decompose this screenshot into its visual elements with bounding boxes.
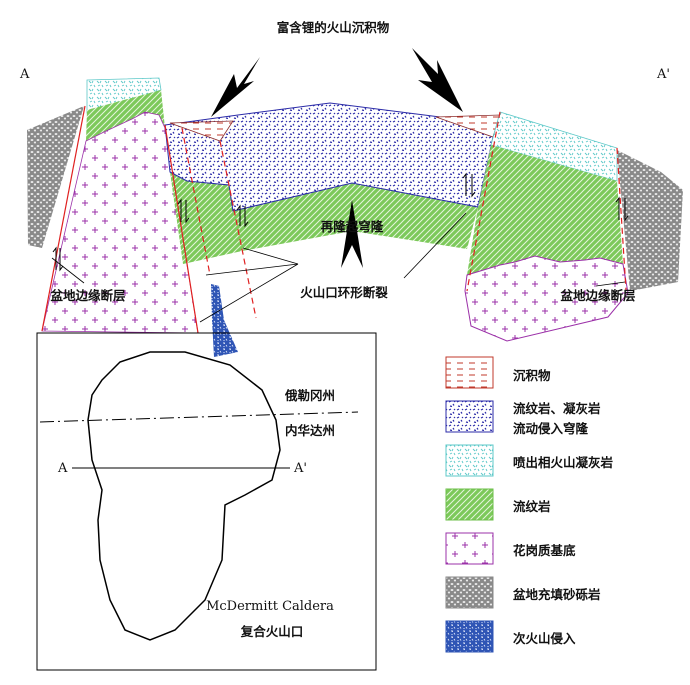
legend-label: 流动侵入穹隆 — [513, 421, 589, 436]
cross-section: 富含锂的火山沉积物 A A' 再隆起穹隆 盆地边缘断层 火山口环形断裂 盆地边缘… — [19, 20, 683, 357]
basin-fill-left — [27, 106, 84, 248]
basin-fill-right — [617, 150, 683, 291]
map-label-a: A — [57, 461, 68, 476]
displacement-arrows — [52, 172, 629, 272]
basin-fault-right-line — [616, 147, 627, 291]
granite-left — [41, 111, 199, 334]
section-label-a: A — [19, 67, 30, 82]
subvolcanic-intrusion — [211, 284, 238, 357]
title-lithium-sediments: 富含锂的火山沉积物 — [277, 20, 390, 35]
legend-swatch-granite — [445, 532, 494, 565]
basin-fault-left-line — [41, 105, 86, 332]
rhyolite-center — [170, 172, 478, 264]
legend-swatch-gravel — [445, 576, 494, 609]
ring-fault-1 — [164, 124, 199, 334]
leader-line — [205, 263, 299, 276]
fault-arrow-icon — [52, 246, 64, 272]
rhyolite-left — [86, 90, 165, 141]
label-basin-fault-right: 盆地边缘断层 — [559, 288, 636, 303]
legend-swatch-tuff — [445, 444, 494, 477]
fault-arrow-icon — [236, 204, 249, 228]
label-basin-fault-left: 盆地边缘断层 — [49, 288, 126, 303]
rhyolite-right — [467, 145, 623, 275]
arrow-up-icon — [341, 200, 363, 268]
arrow-down-left-icon — [211, 57, 260, 117]
ring-fault-3 — [219, 140, 257, 319]
rhyolite-tuff-dome — [164, 102, 494, 212]
fault-arrow-icon — [462, 172, 476, 198]
legend-label: 喷出相火山凝灰岩 — [513, 455, 614, 470]
map-label-a-prime: A' — [293, 461, 307, 476]
label-resurgent-dome: 再隆起穹隆 — [321, 219, 384, 234]
label-nevada: 内华达州 — [285, 423, 335, 438]
granite-right — [464, 255, 629, 342]
ring-fault-2 — [181, 127, 211, 276]
legend-swatch-sediment — [445, 356, 494, 389]
legend: 沉积物 流纹岩、凝灰岩 流动侵入穹隆 喷出相火山凝灰岩 流纹岩 花岗质基底 盆地… — [445, 356, 614, 653]
legend-swatch-rhyolite-tuff — [445, 400, 494, 433]
label-ring-fracture: 火山口环形断裂 — [300, 285, 388, 300]
fault-arrow-icon — [615, 196, 629, 222]
label-caldera-name: McDermitt Caldera — [206, 599, 334, 614]
sediment-left — [169, 120, 234, 142]
label-oregon: 俄勒冈州 — [284, 388, 335, 403]
arrow-down-right-icon — [412, 48, 463, 112]
legend-swatch-rhyolite — [445, 488, 494, 521]
legend-label: 盆地充填砂砾岩 — [512, 587, 601, 602]
legend-label: 流纹岩、凝灰岩 — [513, 401, 601, 416]
location-map: 俄勒冈州 内华达州 A A' McDermitt Caldera 复合火山口 — [36, 332, 377, 671]
ring-fault-4 — [466, 111, 501, 292]
legend-label: 次火山侵入 — [513, 631, 576, 646]
map-frame — [36, 332, 377, 671]
leader-line — [595, 281, 626, 287]
fault-arrow-icon — [177, 198, 190, 224]
legend-swatch-intrusion — [445, 620, 494, 653]
state-border — [39, 411, 359, 423]
faults — [41, 105, 627, 334]
label-caldera-type: 复合火山口 — [240, 624, 304, 639]
leader-line — [51, 257, 85, 284]
section-label-a-prime: A' — [656, 67, 670, 82]
legend-label: 流纹岩 — [513, 499, 551, 514]
legend-label: 花岗质基底 — [513, 543, 576, 558]
leader-line — [403, 212, 467, 279]
leader-line — [242, 247, 299, 265]
leader-line — [199, 263, 299, 323]
legend-label: 沉积物 — [513, 368, 551, 383]
caldera-outline — [87, 351, 281, 641]
